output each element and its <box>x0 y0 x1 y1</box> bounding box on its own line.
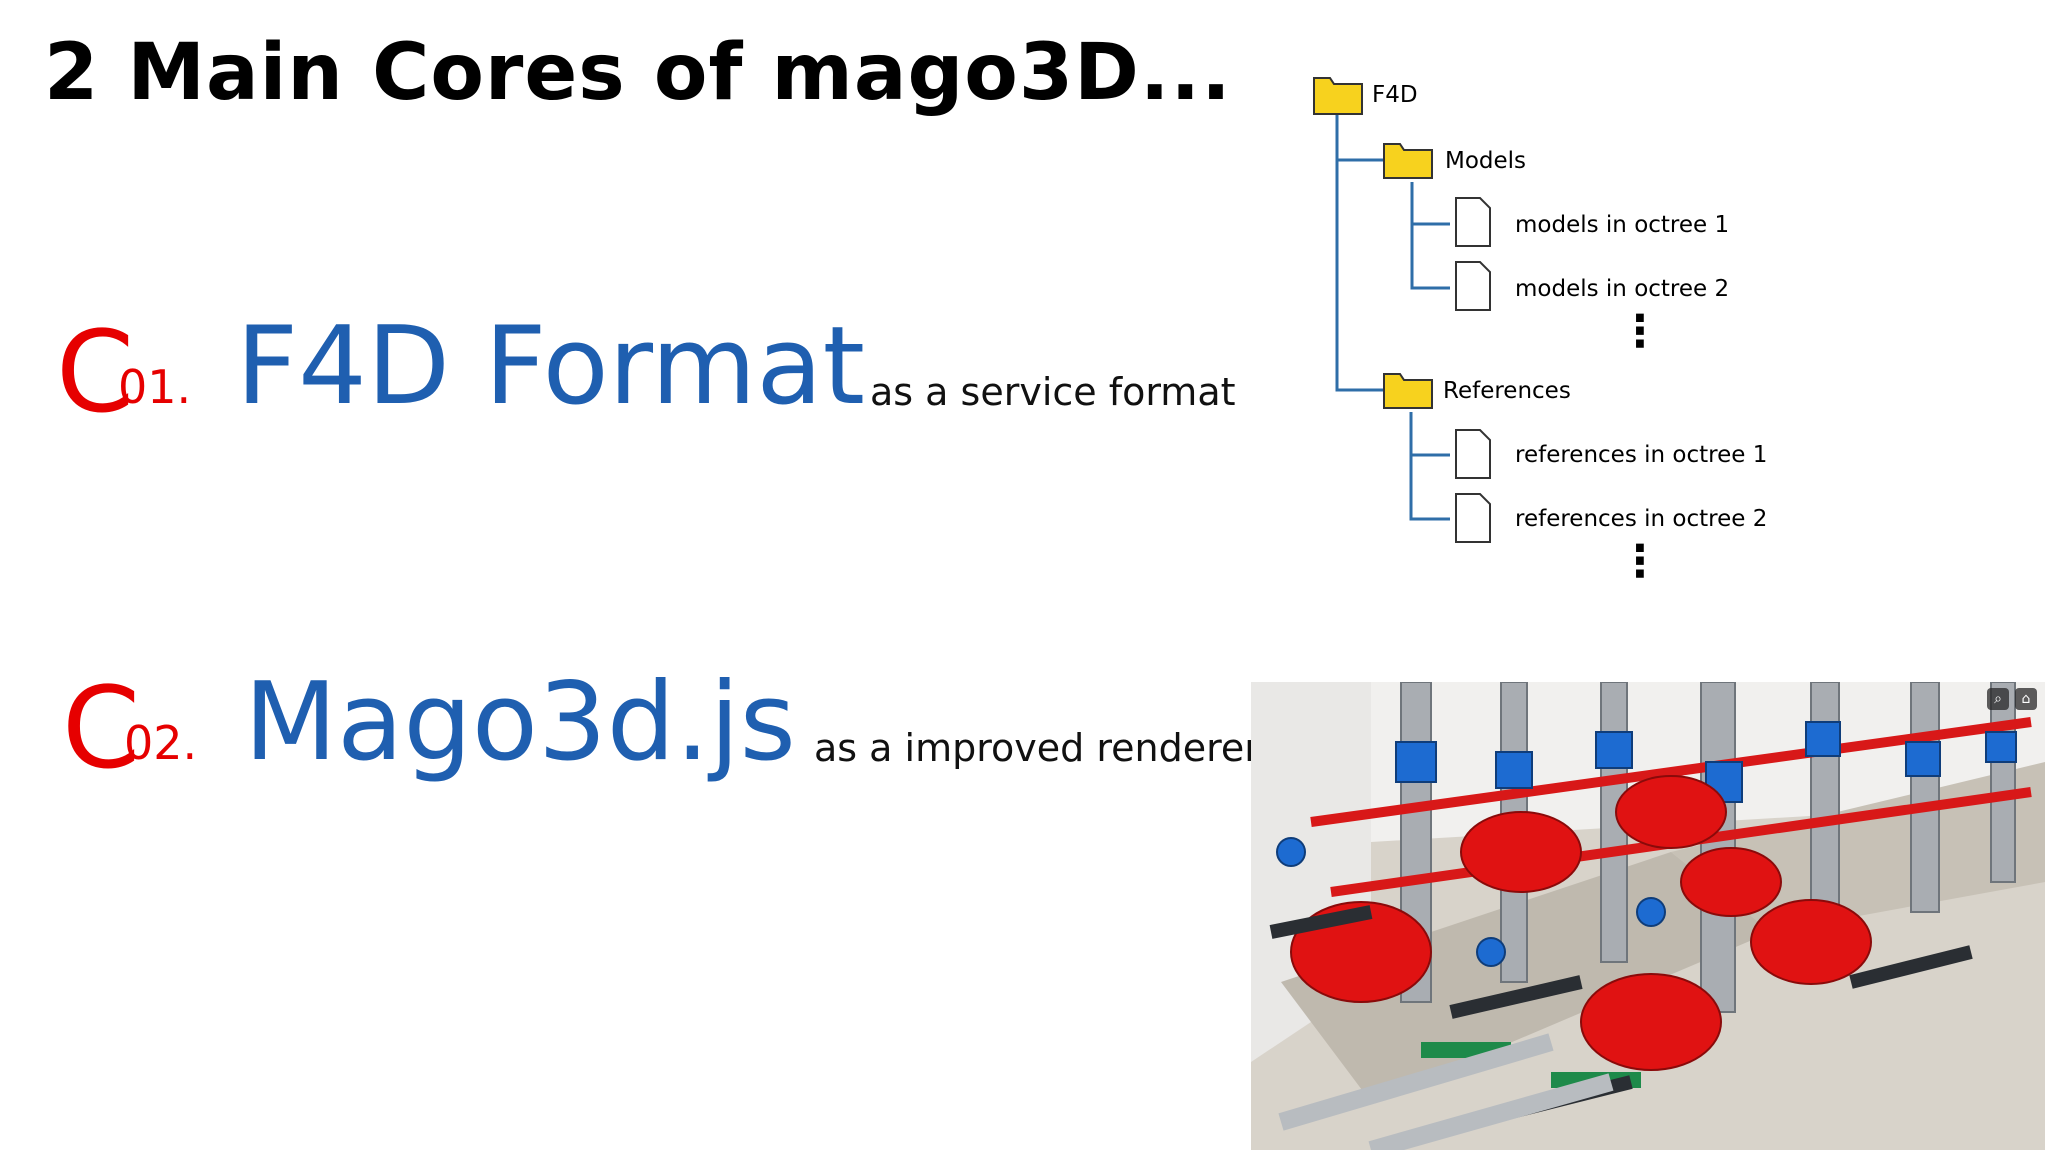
core-name: F4D Format <box>236 304 865 429</box>
core-description: as a improved renderer <box>814 726 1260 770</box>
renderer-toolbar: ⌕ ⌂ <box>1987 688 2037 710</box>
core-letter: C <box>62 664 141 794</box>
tree-more-dots-references: ⋮ <box>1618 536 1662 587</box>
tree-file-label: models in octree 2 <box>1515 276 1730 302</box>
renderer-viewport[interactable]: ⌕ ⌂ <box>1251 682 2045 1150</box>
home-icon[interactable]: ⌂ <box>2015 688 2037 710</box>
f4d-folder-tree: F4D Models models in octree 1 models in … <box>1300 60 1820 620</box>
folder-icon <box>1383 143 1433 179</box>
tree-folder-label-models: Models <box>1445 148 1527 174</box>
folder-icon <box>1383 373 1433 409</box>
tree-file-label: models in octree 1 <box>1515 212 1730 238</box>
core-number: 02. <box>124 716 198 770</box>
core-letter: C <box>56 308 135 438</box>
slide-title: 2 Main Cores of mago3D... <box>44 28 1232 118</box>
core-description: as a service format <box>870 370 1236 414</box>
tree-root-label: F4D <box>1372 82 1418 108</box>
tree-lines <box>1313 77 1491 543</box>
search-icon[interactable]: ⌕ <box>1987 688 2009 710</box>
folder-icon <box>1313 77 1363 115</box>
core-number: 01. <box>118 360 192 414</box>
core-name: Mago3d.js <box>244 660 796 785</box>
tree-more-dots-models: ⋮ <box>1618 306 1662 357</box>
tree-file-label: references in octree 2 <box>1515 506 1768 532</box>
file-icons <box>1455 197 1491 543</box>
3d-render-view-icon <box>1251 682 2045 1150</box>
tree-file-label: references in octree 1 <box>1515 442 1768 468</box>
tree-folder-label-references: References <box>1443 378 1571 404</box>
